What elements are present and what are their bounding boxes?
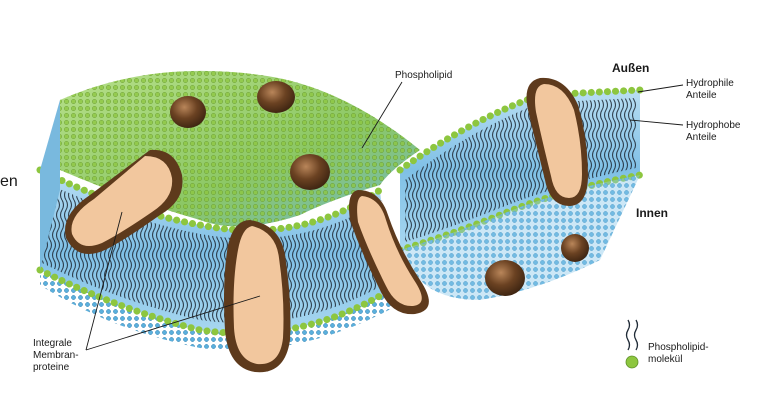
- left-edge-text: en: [0, 173, 18, 190]
- integral-protein-face: [357, 196, 422, 307]
- membrane-left-bottom: [40, 270, 398, 351]
- label-hydrophobe: Hydrophobe: [686, 120, 741, 131]
- label-integral-1: Integrale: [33, 338, 72, 349]
- integral-protein-face: [233, 226, 284, 365]
- label-hydrophile: Hydrophile: [686, 78, 734, 89]
- integral-proteins: [65, 77, 588, 373]
- label-integral-3: proteine: [33, 362, 70, 373]
- leader-hydrophile: [637, 84, 684, 93]
- protein-blob: [170, 96, 206, 128]
- label-innen: Innen: [636, 206, 668, 220]
- protein-blob: [257, 81, 295, 113]
- integral-protein-face: [71, 156, 173, 246]
- phospholipid-molecule-icon: [625, 319, 639, 369]
- label-aussen: Außen: [612, 61, 650, 75]
- label-phospholipid: Phospholipid: [395, 70, 453, 81]
- protein-blob: [290, 154, 330, 190]
- leader-integral-b: [85, 295, 261, 351]
- integral-protein-face: [535, 84, 582, 198]
- leader-phospholipid: [361, 81, 403, 149]
- label-hydrophobe-anteile: Anteile: [686, 132, 717, 143]
- label-legend-1: Phospholipid-: [648, 342, 709, 353]
- membrane-left-head-row-bottom: [36, 266, 394, 337]
- leader-integral-a: [85, 211, 123, 351]
- peripheral-proteins: [170, 81, 589, 296]
- membrane-right-underside: [400, 175, 640, 300]
- label-integral-2: Membran-: [33, 350, 79, 361]
- protein-blob: [561, 234, 589, 262]
- membrane-left-side: [40, 100, 60, 270]
- membrane-left-head-row-top: [36, 166, 384, 234]
- label-legend-2: molekül: [648, 354, 683, 365]
- label-hydrophile-anteile: Anteile: [686, 90, 717, 101]
- membrane-right-underside-tint: [400, 175, 640, 300]
- protein-blob: [485, 260, 525, 296]
- leader-hydrophobe: [629, 119, 684, 126]
- leader-lines: [85, 81, 684, 351]
